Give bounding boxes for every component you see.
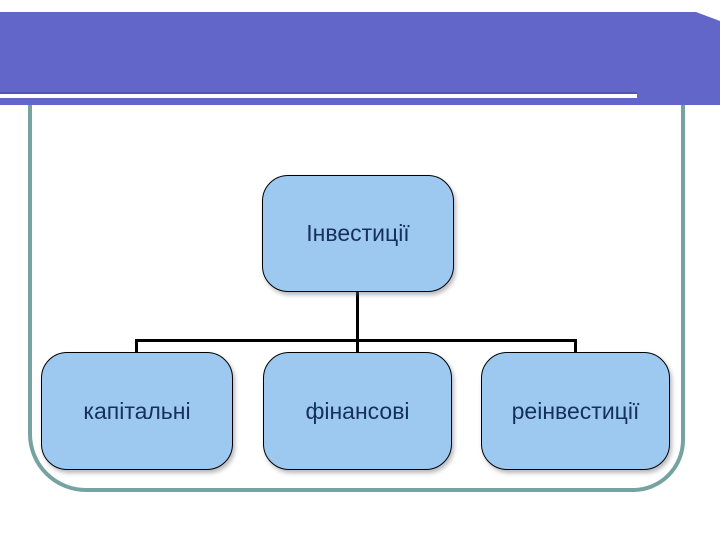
- connector-stub-capital: [135, 339, 138, 354]
- banner-white-rule: [0, 94, 637, 98]
- diagram-node-capital[interactable]: капітальні: [41, 352, 233, 470]
- diagram-node-investments-label: Інвестиції: [306, 220, 410, 246]
- diagram-node-investments[interactable]: Інвестиції: [262, 175, 454, 292]
- connector-stub-financial: [356, 339, 359, 354]
- title-banner: [0, 12, 720, 105]
- connector-root-vertical: [356, 290, 359, 341]
- banner-corner-notch: [696, 12, 720, 21]
- diagram-node-financial-label: фінансові: [305, 397, 410, 424]
- diagram-node-financial[interactable]: фінансові: [263, 352, 452, 470]
- diagram-node-reinvestments[interactable]: реінвестиції: [481, 352, 670, 470]
- diagram-node-reinvestments-label: реінвестиції: [511, 397, 640, 424]
- diagram-node-capital-label: капітальні: [83, 397, 191, 424]
- banner-dark-rule: [0, 92, 637, 94]
- connector-stub-reinvest: [574, 339, 577, 354]
